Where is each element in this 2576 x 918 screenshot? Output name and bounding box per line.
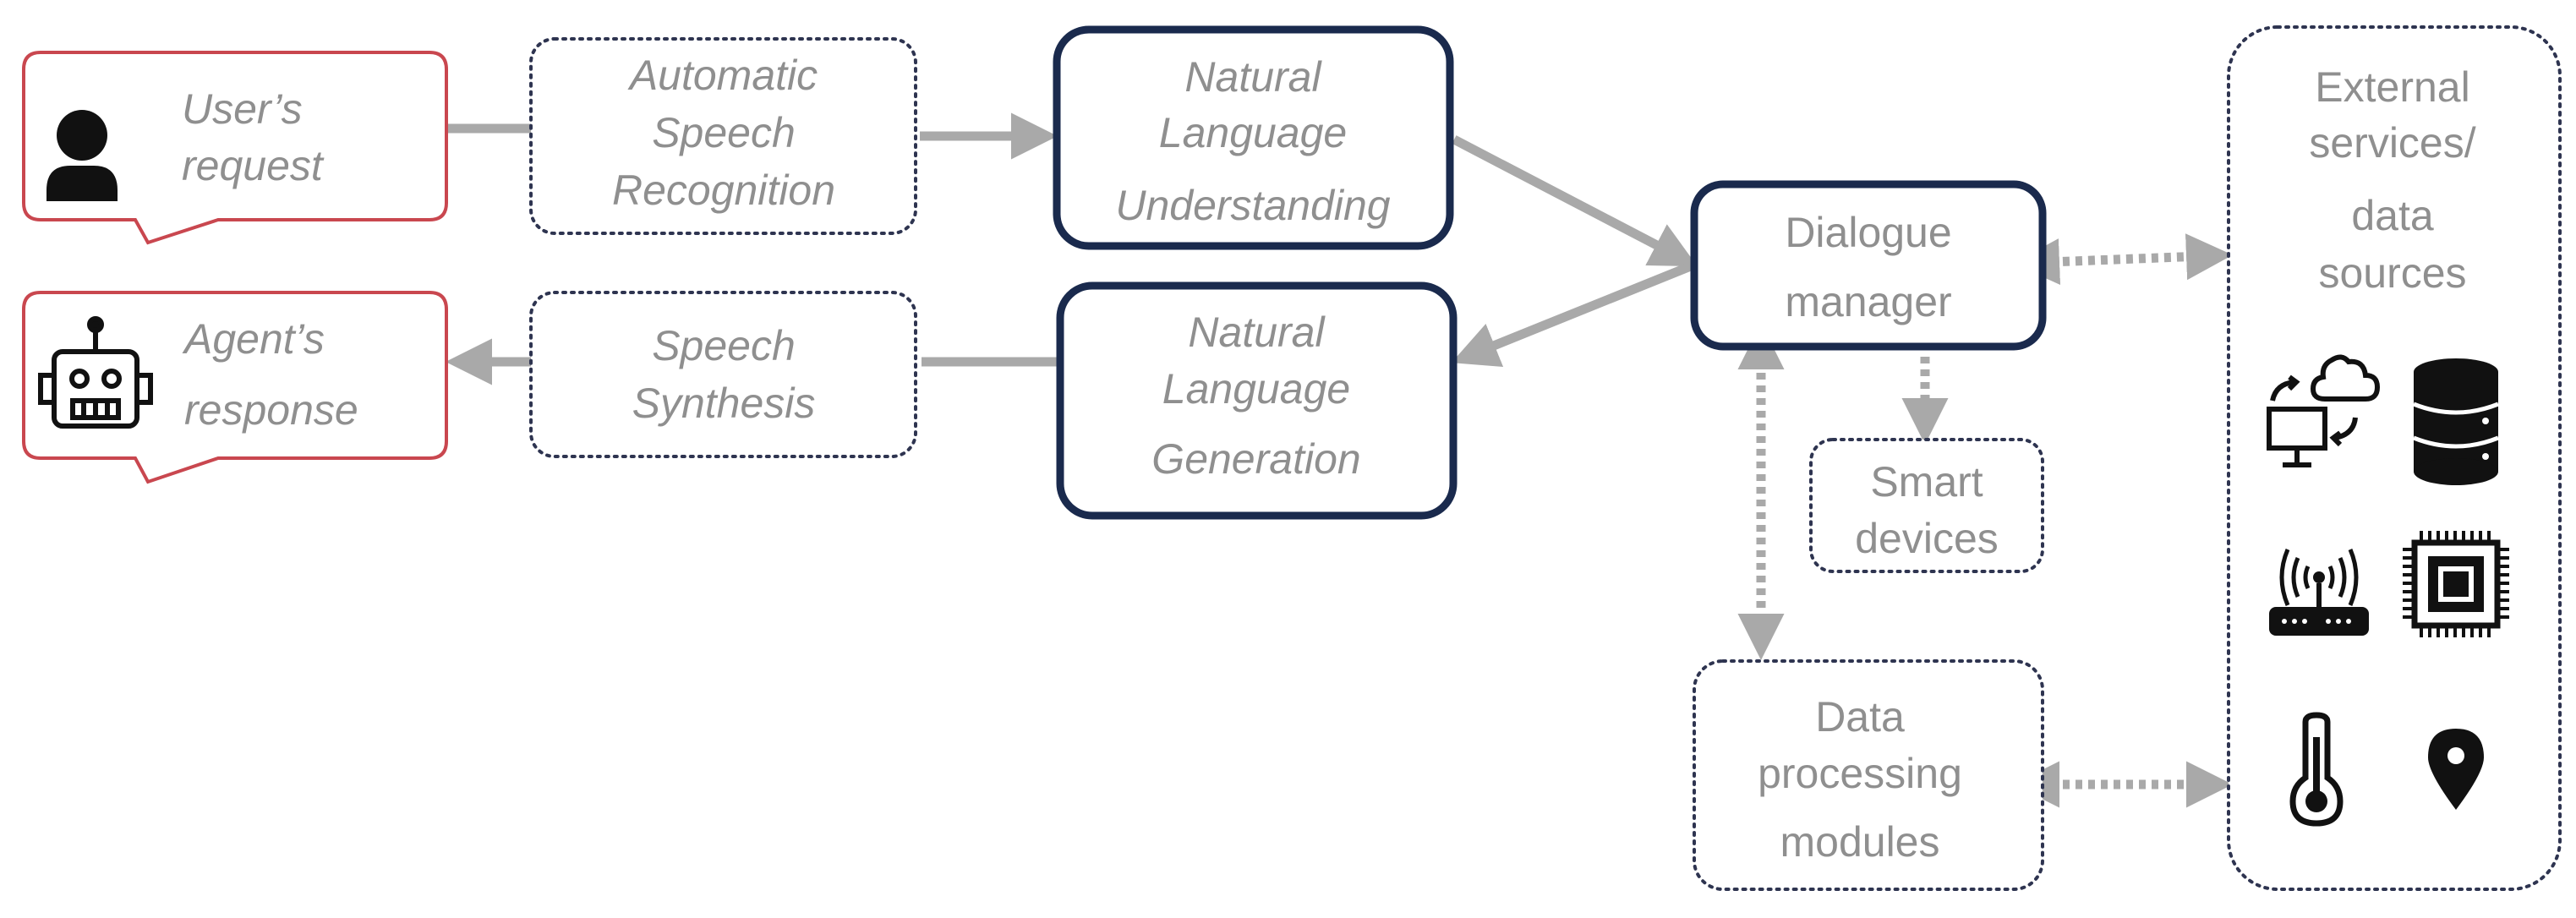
nlg-line3: Generation xyxy=(1151,435,1360,483)
nlu-line3: Understanding xyxy=(1115,182,1390,229)
robot-icon xyxy=(38,316,153,429)
person-icon xyxy=(46,110,118,201)
agent-response-line2: response xyxy=(184,386,358,434)
database-icon xyxy=(2413,358,2499,485)
asr-line2: Speech xyxy=(652,109,796,156)
user-request-callout xyxy=(22,51,448,245)
router-icon xyxy=(2269,549,2369,636)
external-services-line2: services/ xyxy=(2309,119,2475,167)
external-services-line1: External xyxy=(2315,63,2469,111)
user-request-line1: User’s xyxy=(182,85,303,133)
arrow-nlu-to-dialogue xyxy=(1452,135,1698,267)
smart-devices-line2: devices xyxy=(1855,515,1999,562)
nlu-line2: Language xyxy=(1159,109,1347,156)
speech-synthesis-line2: Synthesis xyxy=(632,380,816,427)
external-services-line4: sources xyxy=(2318,249,2466,297)
speech-synthesis-line1: Speech xyxy=(652,322,796,369)
agent-response-line1: Agent’s xyxy=(182,315,325,363)
chip-icon xyxy=(2403,531,2509,637)
cloud-sync-icon xyxy=(2267,354,2381,467)
user-request-node: User’s request xyxy=(22,51,448,245)
nlu-line1: Natural xyxy=(1184,53,1322,101)
nlu-node: Natural Language Understanding xyxy=(1053,25,1454,250)
agent-response-callout xyxy=(22,291,448,484)
external-services-line3: data xyxy=(2351,192,2434,239)
speech-synthesis-node: Speech Synthesis xyxy=(529,291,917,458)
data-processing-line1: Data xyxy=(1815,693,1905,740)
arrow-dialogue-to-nlg xyxy=(1451,260,1695,368)
agent-response-node: Agent’s response xyxy=(22,291,448,484)
data-processing-line2: processing xyxy=(1758,750,1962,797)
data-processing-line3: modules xyxy=(1780,818,1940,866)
nlg-line2: Language xyxy=(1162,365,1350,413)
nlg-node: Natural Language Generation xyxy=(1056,281,1458,520)
asr-line1: Automatic xyxy=(627,52,818,99)
data-processing-node: Data processing modules xyxy=(1693,659,2044,891)
smart-devices-node: Smart devices xyxy=(1809,438,2044,573)
smart-devices-line1: Smart xyxy=(1870,458,1983,505)
dialogue-manager-line1: Dialogue xyxy=(1785,209,1951,256)
thermometer-icon xyxy=(2289,712,2344,827)
asr-line3: Recognition xyxy=(612,167,835,214)
asr-node: Automatic Speech Recognition xyxy=(529,37,917,235)
dialogue-manager-node: Dialogue manager xyxy=(1690,180,2047,351)
external-services-node: External services/ data sources xyxy=(2227,25,2562,891)
dialogue-manager-line2: manager xyxy=(1785,278,1951,325)
location-pin-icon xyxy=(2428,729,2484,810)
connectors xyxy=(446,112,2233,808)
user-request-line2: request xyxy=(182,142,325,189)
nlg-line1: Natural xyxy=(1188,309,1326,356)
arrow-dialogue-external xyxy=(2013,233,2233,286)
